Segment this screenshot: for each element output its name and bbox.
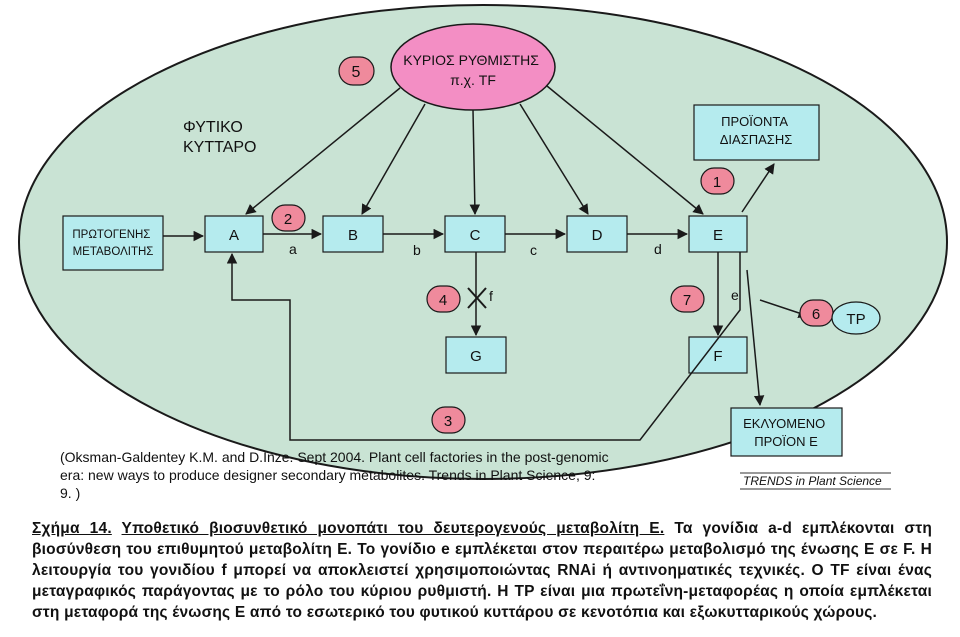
number-6-text: 6: [812, 306, 820, 323]
primary-metabolite-label: ΠΡΩΤΟΓΕΝΗΣ ΜΕΤΑΒΟΛΙΤΗΣ: [72, 229, 153, 258]
arrow-regulator-to-e: [546, 85, 704, 215]
master-regulator-label: ΚΥΡΙΟΣ ΡΥΘΜΙΣΤΗΣ π.χ. TF: [403, 52, 543, 88]
number-7-badge: [670, 285, 705, 313]
number-1-badge: [700, 167, 735, 195]
block-mark-2: [467, 287, 487, 309]
feedback-loop-arrow: [226, 252, 741, 441]
number-4-badge: [426, 285, 461, 313]
node-e-label: E: [713, 227, 723, 244]
gene-f-label: f: [489, 288, 493, 304]
gene-a-label: a: [289, 241, 297, 257]
arrow-regulator-to-c: [469, 109, 481, 216]
node-a-label: A: [229, 227, 239, 244]
node-g-label: G: [470, 348, 482, 365]
number-5-badge: [338, 56, 375, 86]
caption-title: Υποθετικό βιοσυνθετικό μονοπάτι του δευτ…: [121, 520, 665, 537]
arrow-e-to-degradation: [741, 163, 775, 213]
node-f-box: [688, 336, 748, 374]
node-g-box: [445, 336, 507, 374]
number-3-badge: [431, 406, 466, 434]
node-b-box: [322, 215, 384, 253]
trends-logo: TRENDS in Plant Science: [743, 474, 882, 488]
node-e-box: [688, 215, 748, 253]
excreted-product-box: [730, 407, 843, 457]
node-f-label: F: [713, 348, 722, 365]
pathway-diagram: ΦΥΤΙΚΟ ΚΥΤΤΑΡΟ ΚΥΡΙΟΣ ΡΥΘΜΙΣΤΗΣ π.χ. TF …: [18, 4, 948, 501]
number-3-text: 3: [444, 413, 452, 430]
gene-d-label: d: [654, 241, 662, 257]
primary-metabolite-box: [62, 215, 164, 271]
node-b-label: B: [348, 227, 358, 244]
node-d-label: D: [592, 227, 603, 244]
degradation-products-label: ΠΡΟΪΟΝΤΑ ΔΙΑΣΠΑΣΗΣ: [720, 114, 793, 147]
citation-text: (Oksman-Galdentey K.M. and D.Inze. Sept …: [60, 449, 613, 501]
number-1-text: 1: [713, 174, 721, 191]
number-4-text: 4: [439, 292, 447, 309]
gene-c-label: c: [530, 242, 537, 258]
arrow-regulator-to-d: [519, 103, 589, 215]
number-2-badge: [271, 204, 306, 232]
tp-transporter-label: TP: [846, 311, 865, 328]
excreted-product-label: ΕΚΛΥΟΜΕΝΟ ΠΡΟΪΟΝ Ε: [743, 416, 829, 449]
arrow-regulator-to-a: [245, 87, 401, 215]
arrow-e-to-excreted: [746, 269, 765, 407]
node-c-label: C: [470, 227, 481, 244]
arrow-regulator-to-b: [361, 103, 426, 215]
number-5-text: 5: [352, 64, 361, 81]
number-7-text: 7: [683, 292, 691, 309]
number-2-text: 2: [284, 211, 292, 228]
caption-body: Τα γονίδια a-d εμπλέκονται στη βιοσύνθεσ…: [32, 520, 933, 621]
node-d-box: [566, 215, 628, 253]
tp-transporter-ellipse: [831, 301, 881, 335]
cell-label: ΦΥΤΙΚΟ ΚΥΤΤΑΡΟ: [183, 119, 257, 156]
caption-label: Σχήμα 14.: [32, 520, 112, 537]
gene-e-label: e: [731, 287, 739, 303]
degradation-products-box: [693, 104, 820, 161]
gene-b-label: b: [413, 242, 421, 258]
figure-caption: Σχήμα 14. Υποθετικό βιοσυνθετικό μονοπάτ…: [32, 518, 932, 623]
